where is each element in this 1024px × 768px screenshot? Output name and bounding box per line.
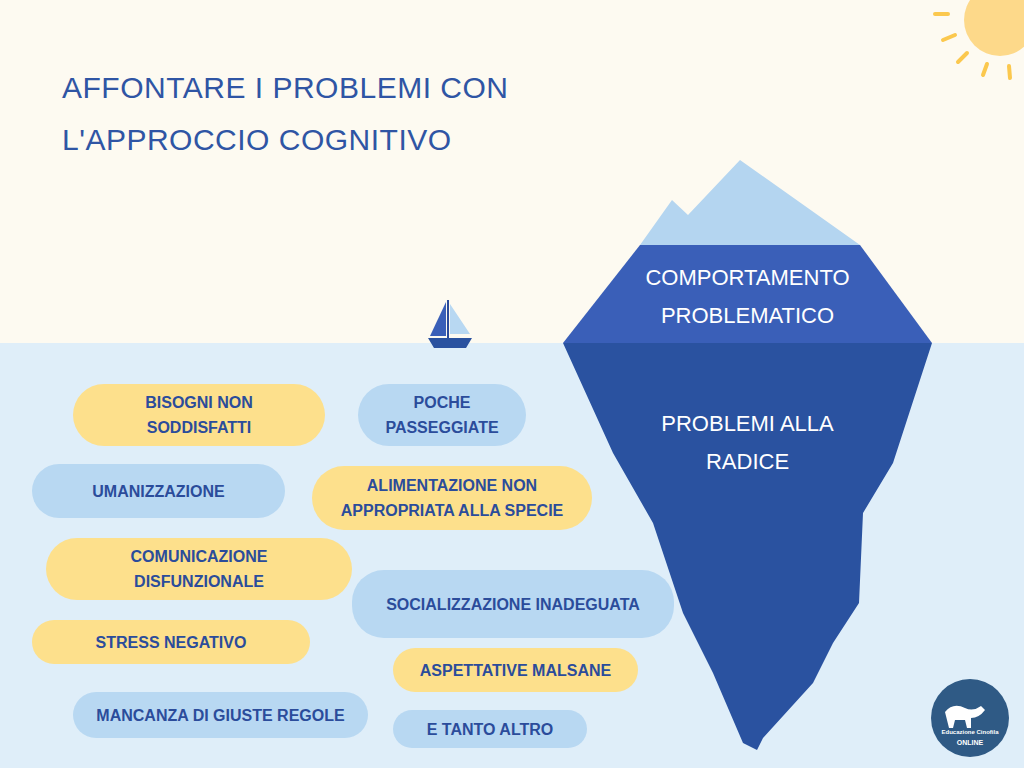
cause-pill: E TANTO ALTRO	[393, 710, 587, 748]
sky	[0, 0, 1024, 343]
cause-pill: STRESS NEGATIVO	[32, 620, 310, 664]
iceberg-surface: COMPORTAMENTO PROBLEMATICO	[563, 245, 932, 343]
node-text: ASPETTATIVE MALSANE	[420, 658, 611, 683]
iceberg-tip	[640, 160, 860, 245]
node-text: UMANIZZAZIONE	[92, 479, 224, 504]
sun	[935, 0, 1024, 78]
cause-pill: ASPETTATIVE MALSANE	[393, 648, 638, 692]
node-text: POCHE PASSEGGIATE	[372, 390, 512, 440]
cause-pill: UMANIZZAZIONE	[32, 464, 285, 518]
node-text: BISOGNI NON SODDISFATTI	[114, 390, 284, 440]
diagram-title: AFFONTARE I PROBLEMI CON L'APPROCCIO COG…	[62, 62, 582, 166]
cause-pill: POCHE PASSEGGIATE	[358, 384, 526, 446]
sailboat	[428, 300, 472, 348]
cause-pill: BISOGNI NON SODDISFATTI	[73, 384, 325, 446]
node-text: SOCIALIZZAZIONE INADEGUATA	[386, 592, 640, 617]
node-text: STRESS NEGATIVO	[96, 630, 247, 655]
logo-label: ONLINE	[940, 738, 1000, 747]
sea	[0, 343, 1024, 768]
logo-label: Educazione Cinofila	[940, 728, 1000, 736]
node-text: MANCANZA DI GIUSTE REGOLE	[96, 703, 344, 728]
logo-badge	[931, 679, 1009, 757]
node-text: PROBLEMI ALLA RADICE	[643, 405, 853, 481]
cause-pill: ALIMENTAZIONE NON APPROPRIATA ALLA SPECI…	[312, 466, 592, 530]
node-text: COMUNICAZIONE DISFUNZIONALE	[99, 544, 299, 594]
cause-pill: SOCIALIZZAZIONE INADEGUATA	[352, 570, 674, 638]
node-text: ALIMENTAZIONE NON APPROPRIATA ALLA SPECI…	[327, 473, 577, 523]
cause-pill: MANCANZA DI GIUSTE REGOLE	[73, 692, 368, 738]
iceberg-outline	[563, 245, 932, 343]
cause-pill: COMUNICAZIONE DISFUNZIONALE	[46, 538, 352, 600]
node-text: E TANTO ALTRO	[427, 717, 554, 742]
node-text: COMPORTAMENTO PROBLEMATICO	[598, 259, 898, 335]
iceberg-shape	[563, 245, 932, 343]
